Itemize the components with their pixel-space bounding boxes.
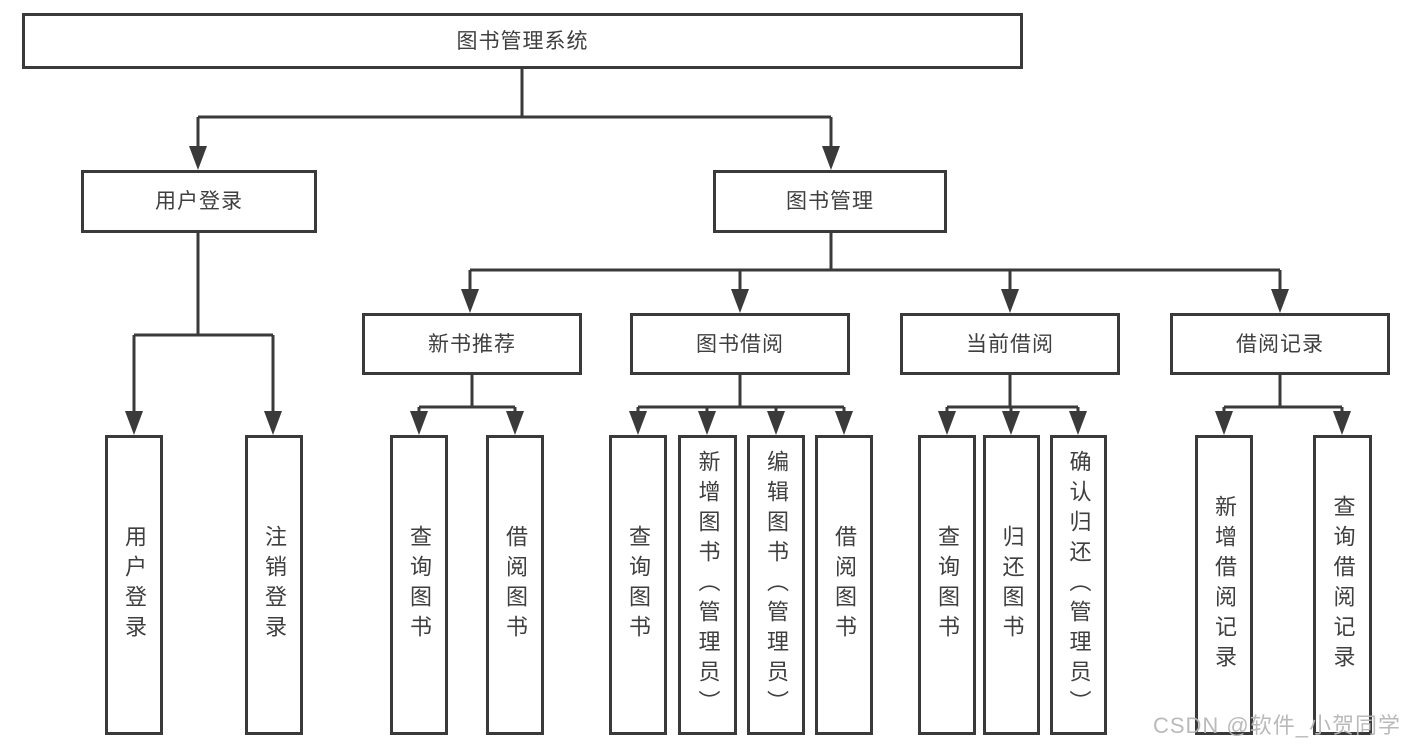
leaf-borrow-books-borrowing: 借阅图书 <box>815 435 873 735</box>
leaf-edit-book-admin: 编辑图书（管理员） <box>747 435 805 735</box>
node-current-borrowing: 当前借阅 <box>900 313 1120 375</box>
leaf-borrow-books-recommend: 借阅图书 <box>486 435 544 735</box>
node-book-borrowing: 图书借阅 <box>630 313 850 375</box>
leaf-query-borrow-record: 查询借阅记录 <box>1313 435 1372 735</box>
leaf-confirm-return-admin: 确认归还（管理员） <box>1050 435 1107 735</box>
leaf-query-books-borrowing: 查询图书 <box>609 435 667 735</box>
leaf-add-book-admin: 新增图书（管理员） <box>678 435 737 735</box>
node-book-management: 图书管理 <box>713 170 947 233</box>
node-borrowing-records: 借阅记录 <box>1170 313 1390 375</box>
node-new-book-recommendation: 新书推荐 <box>362 313 582 375</box>
watermark: CSDN @软件_小贺同学 <box>1152 713 1401 738</box>
leaf-query-books-recommend: 查询图书 <box>390 435 448 735</box>
leaf-add-borrow-record: 新增借阅记录 <box>1195 435 1253 735</box>
node-user-login: 用户登录 <box>81 170 317 233</box>
leaf-logout: 注销登录 <box>245 435 303 735</box>
leaf-query-books-current: 查询图书 <box>918 435 976 735</box>
leaf-user-login: 用户登录 <box>105 435 163 735</box>
leaf-return-book: 归还图书 <box>983 435 1040 735</box>
node-root: 图书管理系统 <box>22 13 1023 69</box>
arrowheads <box>125 146 1351 435</box>
